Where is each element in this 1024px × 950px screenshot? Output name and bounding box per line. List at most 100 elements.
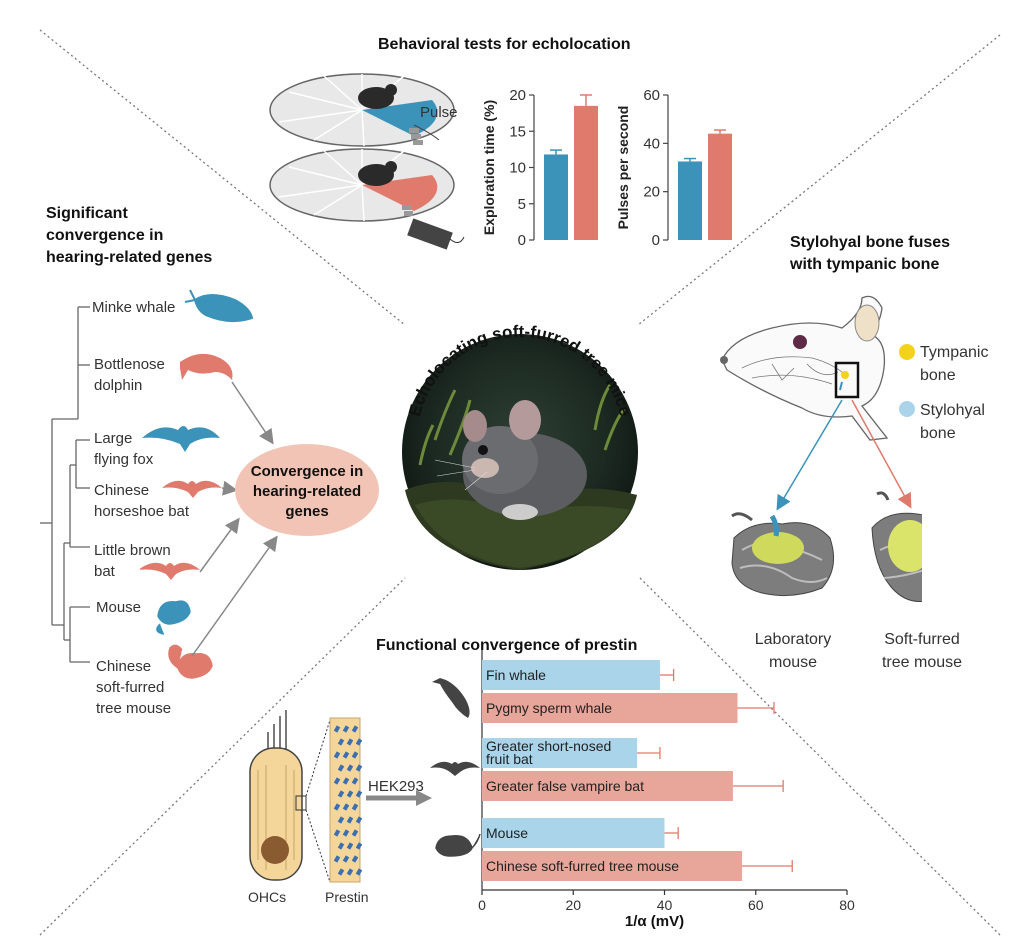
prestin-dot bbox=[355, 738, 363, 746]
ct-laboratory-mouse bbox=[731, 512, 835, 597]
prestin-dot bbox=[346, 842, 354, 850]
center-circle: Echolocating soft-furred tree mice bbox=[402, 322, 638, 570]
prestin-dot bbox=[351, 725, 359, 733]
x-tick-label: 80 bbox=[839, 897, 855, 913]
legend-stylohyal-bone: Stylohyal bone bbox=[920, 402, 985, 442]
bar-label: fruit bat bbox=[486, 751, 533, 767]
y-axis-label: Pulses per second bbox=[615, 106, 631, 230]
genes-title: Significant convergence in hearing-relat… bbox=[46, 205, 213, 266]
mouse-silhouette-icon bbox=[156, 600, 191, 635]
stylohyal-swatch bbox=[899, 401, 915, 417]
prestin-dot bbox=[333, 777, 341, 785]
tympanic-swatch bbox=[899, 344, 915, 360]
prestin-dot bbox=[346, 738, 354, 746]
hek293-label: HEK293 bbox=[368, 778, 424, 795]
prestin-dot bbox=[333, 855, 341, 863]
arena-pulse bbox=[269, 73, 455, 147]
arrow-right-icon bbox=[416, 790, 432, 806]
ohc-diagram bbox=[249, 710, 432, 883]
prestin-dot bbox=[342, 725, 350, 733]
bar bbox=[482, 851, 743, 881]
mouse-icon bbox=[358, 164, 394, 186]
behavioral-title: Behavioral tests for echolocation bbox=[378, 36, 631, 53]
y-tick-label: 5 bbox=[518, 196, 526, 213]
bar-label: Pygmy sperm whale bbox=[486, 700, 612, 716]
x-tick-label: 20 bbox=[565, 897, 581, 913]
bar bbox=[544, 154, 568, 240]
prestin-dot bbox=[342, 751, 350, 759]
mouse-dark-icon bbox=[435, 833, 481, 857]
bar bbox=[574, 105, 598, 240]
bar-label: Chinese soft-furred tree mouse bbox=[486, 858, 679, 874]
y-tick-label: 0 bbox=[652, 232, 660, 249]
prestin-dot bbox=[337, 868, 345, 876]
legend-tympanic-bone: Tympanic bone bbox=[920, 344, 989, 384]
prestin-dot bbox=[342, 855, 350, 863]
bar bbox=[678, 161, 702, 240]
prestin-dot bbox=[355, 790, 363, 798]
prestin-dot bbox=[355, 842, 363, 850]
prestin-dot bbox=[337, 816, 345, 824]
prestin-dot bbox=[333, 751, 341, 759]
y-tick-label: 10 bbox=[509, 160, 526, 177]
tree-mouse-label: Soft-furred tree mouse bbox=[881, 631, 963, 671]
prestin-dot bbox=[351, 751, 359, 759]
prestin-dot bbox=[351, 829, 359, 837]
bar bbox=[482, 660, 660, 690]
prestin-label: Prestin bbox=[325, 889, 369, 905]
prestin-dot bbox=[337, 842, 345, 850]
prestin-dot bbox=[342, 829, 350, 837]
legend-swatches bbox=[899, 344, 915, 417]
whale-dive-icon bbox=[432, 678, 470, 718]
prestin-dot bbox=[342, 803, 350, 811]
prestin-dot bbox=[333, 725, 341, 733]
bar bbox=[482, 818, 665, 848]
prestin-dot bbox=[346, 790, 354, 798]
speaker-icon bbox=[409, 128, 423, 145]
x-axis-label: 1/α (mV) bbox=[625, 913, 684, 930]
prestin-dot bbox=[351, 855, 359, 863]
prestin-dot bbox=[351, 803, 359, 811]
prestin-dot bbox=[337, 738, 345, 746]
speaker-icon bbox=[402, 205, 413, 216]
mouse-head-diagram bbox=[720, 295, 922, 602]
y-axis-label: Exploration time (%) bbox=[481, 100, 497, 235]
bat-icon bbox=[430, 761, 480, 776]
y-tick-label: 20 bbox=[643, 184, 660, 201]
bar-label: Greater short-nosed bbox=[486, 738, 611, 754]
species-minke-whale: Minke whale bbox=[92, 299, 176, 316]
prestin-membrane-icon bbox=[329, 717, 361, 883]
x-tick-label: 40 bbox=[657, 897, 673, 913]
prestin-dot bbox=[342, 777, 350, 785]
y-tick-label: 20 bbox=[509, 87, 526, 104]
prestin-dot bbox=[355, 764, 363, 772]
prestin-silhouettes bbox=[430, 678, 481, 857]
bar bbox=[482, 693, 738, 723]
mouse-icon bbox=[358, 87, 394, 109]
prestin-dot bbox=[333, 829, 341, 837]
species-silhouettes bbox=[140, 289, 278, 679]
arena-silent bbox=[269, 148, 465, 250]
bar-label: Fin whale bbox=[486, 667, 546, 683]
phylogenetic-tree bbox=[40, 306, 90, 663]
prestin-dot bbox=[333, 803, 341, 811]
x-tick-label: 60 bbox=[748, 897, 764, 913]
prestin-dot bbox=[355, 868, 363, 876]
convergence-oval bbox=[235, 444, 379, 536]
prestin-dot bbox=[346, 868, 354, 876]
speaker-box-icon bbox=[407, 218, 453, 250]
species-bottlenose-dolphin: Bottlenose dolphin bbox=[94, 356, 165, 394]
prestin-dot bbox=[337, 764, 345, 772]
convergence-label: Convergence in hearing-related genes bbox=[250, 463, 364, 520]
bar-label: Greater false vampire bat bbox=[486, 778, 644, 794]
prestin-dot bbox=[346, 816, 354, 824]
y-tick-label: 60 bbox=[643, 87, 660, 104]
horseshoe-bat-icon bbox=[162, 480, 222, 498]
species-chinese-soft-furred-tree-mouse: Chinese soft-furred tree mouse bbox=[96, 658, 172, 717]
bar bbox=[482, 771, 733, 801]
tree-mouse-icon bbox=[168, 644, 213, 679]
bar bbox=[708, 133, 732, 240]
